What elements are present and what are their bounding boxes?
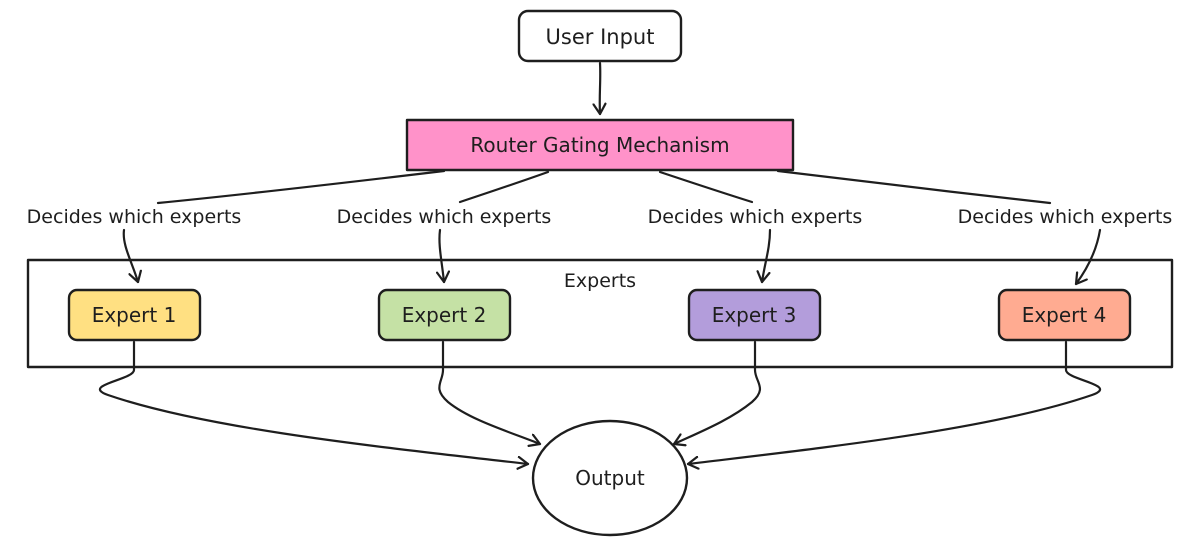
- expert-2-to-output-arrow: [438, 340, 542, 444]
- experts-group-box: [26, 258, 1174, 369]
- expert-1-node: Expert 1: [67, 288, 202, 342]
- expert-1-box: [67, 288, 202, 342]
- expert-2-node: Expert 2: [377, 288, 512, 342]
- expert-2-label: Expert 2: [402, 303, 487, 327]
- router-to-label-2-line: [458, 170, 550, 204]
- router-label: Router Gating Mechanism: [470, 133, 729, 157]
- router-to-label-4-line: [776, 169, 1052, 205]
- label-to-expert-3-arrow: [762, 228, 772, 284]
- edge-label-2: Decides which experts: [337, 206, 552, 228]
- edge-label-4: Decides which experts: [958, 206, 1173, 228]
- output-ellipse: [531, 419, 689, 537]
- edge-label-3: Decides which experts: [648, 206, 863, 228]
- user-input-label: User Input: [546, 25, 655, 49]
- expert-1-label: Expert 1: [92, 303, 177, 327]
- expert-3-node: Expert 3: [687, 288, 822, 342]
- label-to-expert-4-arrow: [1074, 228, 1102, 286]
- expert-4-to-output-arrow: [686, 340, 1102, 464]
- input-to-router-arrow: [600, 61, 601, 116]
- label-to-expert-1-arrow: [122, 228, 138, 284]
- experts-group-label: Experts: [564, 270, 636, 292]
- expert-4-node: Expert 4: [997, 288, 1132, 342]
- expert-3-label: Expert 3: [712, 303, 797, 327]
- output-node: Output: [531, 419, 689, 537]
- expert-4-label: Expert 4: [1022, 303, 1107, 327]
- expert-3-box: [687, 288, 822, 342]
- expert-1-to-output-arrow: [98, 340, 530, 464]
- router-node: Router Gating Mechanism: [405, 118, 795, 172]
- expert-2-box: [377, 288, 512, 342]
- output-label: Output: [575, 466, 645, 490]
- label-to-expert-2-arrow: [439, 228, 444, 284]
- edge-label-1: Decides which experts: [27, 206, 242, 228]
- user-input-node: User Input: [517, 9, 683, 63]
- router-box: [405, 118, 795, 172]
- expert-3-to-output-arrow: [672, 340, 762, 444]
- router-to-label-3-line: [658, 170, 754, 204]
- router-to-label-1-line: [156, 169, 446, 205]
- experts-group: Experts: [26, 258, 1174, 369]
- expert-4-box: [997, 288, 1132, 342]
- user-input-box: [517, 9, 683, 63]
